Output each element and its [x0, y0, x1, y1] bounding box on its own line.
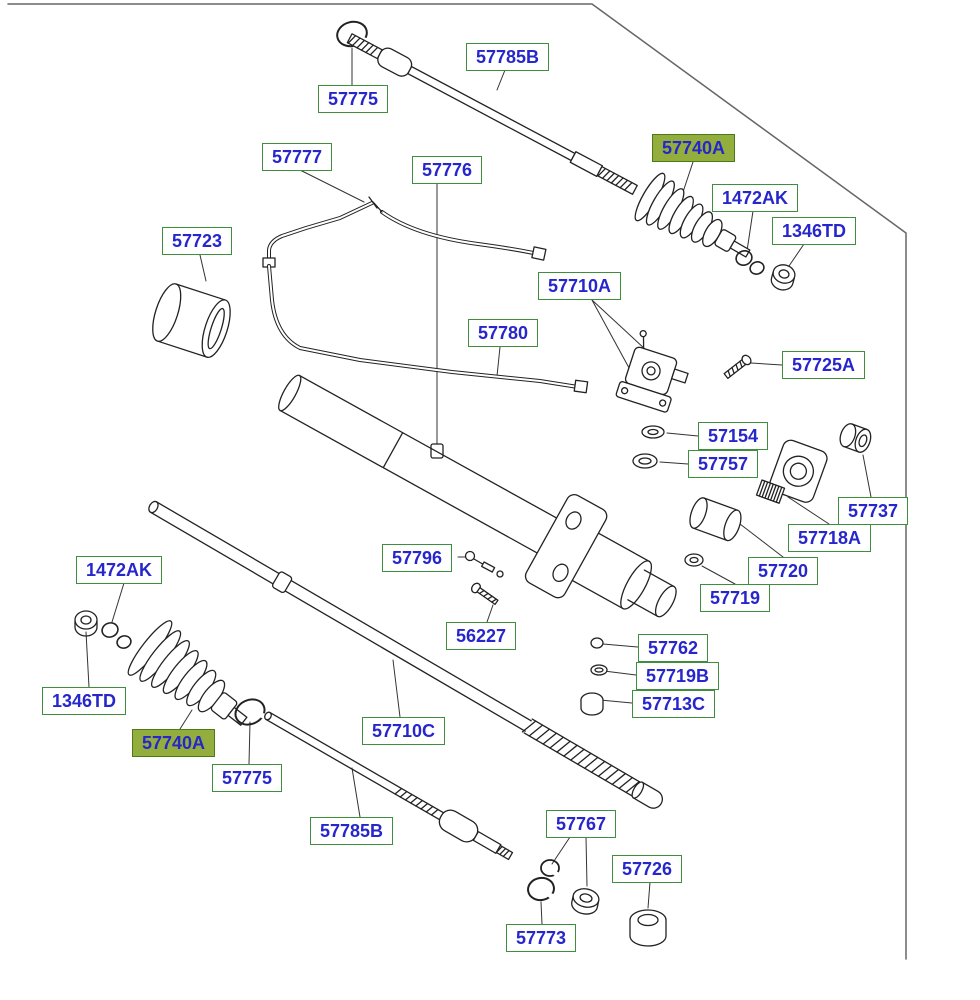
part-label-57780[interactable]: 57780 — [468, 319, 539, 347]
screw-56227 — [470, 582, 499, 606]
washer-57154 — [641, 425, 665, 439]
frame-border — [7, 3, 907, 960]
top-tie-rod — [346, 33, 638, 195]
clamp-rings-left — [101, 622, 132, 649]
leader-lines — [85, 47, 872, 925]
clamp-rings-top — [735, 250, 765, 275]
part-label-57726[interactable]: 57726 — [612, 855, 683, 883]
ring-57719 — [684, 553, 704, 567]
parts-57796 — [464, 550, 504, 578]
part-label-57796[interactable]: 57796 — [382, 544, 453, 572]
cluster-small-parts — [580, 637, 608, 716]
part-label-57720[interactable]: 57720 — [748, 557, 819, 585]
mount-bushing-57723 — [152, 283, 231, 358]
part-label-57723[interactable]: 57723 — [162, 227, 233, 255]
part-label-57785B-top[interactable]: 57785B — [466, 43, 550, 71]
valve-assembly — [615, 329, 689, 413]
end-cap-57737 — [839, 423, 872, 453]
lower-bellows-boot — [127, 620, 248, 726]
part-label-57710C[interactable]: 57710C — [362, 717, 446, 745]
bushing-57720 — [689, 497, 742, 542]
nut-57767 — [571, 888, 600, 915]
nut-1346TD-left — [74, 610, 98, 637]
part-label-57719[interactable]: 57719 — [700, 584, 771, 612]
part-label-1472AK-top[interactable]: 1472AK — [712, 184, 799, 212]
part-label-57710A[interactable]: 57710A — [538, 272, 622, 300]
rack-housing — [278, 374, 677, 618]
part-label-57775-top[interactable]: 57775 — [318, 85, 389, 113]
part-label-57154[interactable]: 57154 — [698, 422, 769, 450]
cap-57726 — [629, 909, 667, 947]
part-label-57785B-low[interactable]: 57785B — [310, 817, 394, 845]
pipe-57780 — [267, 264, 589, 394]
pipe-57776 — [373, 202, 547, 261]
part-label-57776[interactable]: 57776 — [412, 156, 483, 184]
flange-plate — [769, 439, 828, 503]
splined-piece-57718A — [755, 479, 786, 504]
part-label-57775-low[interactable]: 57775 — [212, 764, 283, 792]
part-label-57737[interactable]: 57737 — [838, 497, 909, 525]
part-label-1346TD-left[interactable]: 1346TD — [42, 687, 127, 715]
part-label-57762[interactable]: 57762 — [638, 634, 709, 662]
part-label-1346TD-top[interactable]: 1346TD — [772, 217, 857, 245]
part-label-57718A[interactable]: 57718A — [788, 524, 872, 552]
bolt-57725A — [723, 354, 752, 380]
part-label-57777[interactable]: 57777 — [262, 143, 333, 171]
part-label-57757[interactable]: 57757 — [688, 450, 759, 478]
part-label-57740A-top[interactable]: 57740A — [652, 134, 736, 162]
nut-top — [770, 264, 796, 291]
ring-57767 — [540, 859, 562, 879]
rack-bar — [148, 500, 664, 809]
part-label-57719B[interactable]: 57719B — [636, 662, 720, 690]
part-label-57740A-low[interactable]: 57740A — [132, 729, 216, 757]
washer-57757 — [632, 453, 658, 469]
part-label-1472AK-left[interactable]: 1472AK — [76, 556, 163, 584]
part-label-57713C[interactable]: 57713C — [632, 690, 716, 718]
snap-ring-57773 — [527, 876, 559, 902]
part-label-57767[interactable]: 57767 — [546, 810, 617, 838]
part-label-57725A[interactable]: 57725A — [782, 351, 866, 379]
pipe-57777 — [262, 196, 378, 268]
part-label-57773[interactable]: 57773 — [506, 924, 577, 952]
top-bellows-boot — [634, 172, 751, 258]
part-label-56227[interactable]: 56227 — [446, 622, 517, 650]
lower-tie-rod — [264, 711, 514, 861]
